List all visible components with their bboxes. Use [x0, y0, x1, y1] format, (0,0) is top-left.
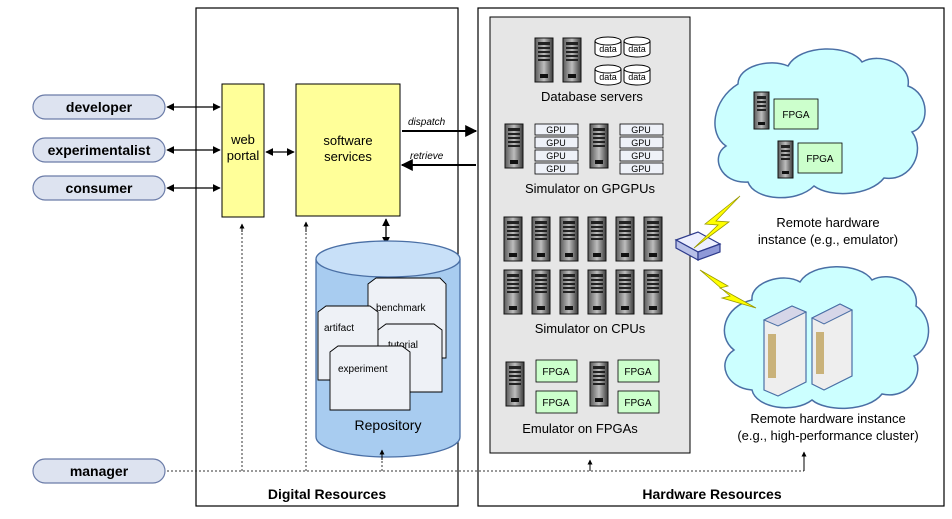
gpu-tag: GPU — [546, 138, 566, 148]
repository-label: Repository — [355, 417, 422, 433]
doc-experiment-label: experiment — [338, 364, 388, 375]
actor-experimentalist[interactable]: experimentalist — [32, 137, 166, 163]
software-services-box[interactable]: software services — [295, 83, 401, 217]
actor-developer[interactable]: developer — [32, 94, 166, 120]
fpga-tag: FPGA — [624, 398, 652, 409]
data-tag: data — [599, 44, 617, 54]
actor-consumer-label: consumer — [66, 180, 133, 196]
dispatch-label: dispatch — [408, 117, 446, 128]
software-services-label-1: software — [323, 133, 372, 148]
digital-resources-label: Digital Resources — [268, 486, 386, 502]
data-tag: data — [628, 44, 646, 54]
web-portal-label-1: web — [230, 132, 255, 147]
gpu-tag: GPU — [546, 151, 566, 161]
lightning-bolt-icon — [693, 195, 741, 249]
fpga-tag: FPGA — [624, 367, 652, 378]
actor-manager[interactable]: manager — [32, 458, 166, 484]
remote-emulator-cloud[interactable]: FPGA FPGA — [714, 48, 926, 199]
doc-artifact-label: artifact — [324, 323, 354, 334]
gpgpu-simulator[interactable]: GPU GPU GPU GPU GPU GPU GPU GPU Simulato… — [504, 123, 664, 196]
actor-manager-label: manager — [70, 463, 129, 479]
lightning-bolt-icon — [699, 269, 757, 309]
fpga-emulator-label: Emulator on FPGAs — [522, 421, 638, 436]
actor-experimentalist-label: experimentalist — [48, 142, 151, 158]
fpga-tag: FPGA — [542, 367, 570, 378]
web-portal-label-2: portal — [227, 148, 260, 163]
fpga-tag: FPGA — [542, 398, 570, 409]
hardware-resources-label: Hardware Resources — [642, 486, 782, 502]
actor-consumer[interactable]: consumer — [32, 175, 166, 201]
doc-tutorial-label: tutorial — [388, 340, 418, 351]
data-tag: data — [628, 72, 646, 82]
database-servers[interactable]: data data data data Database servers — [534, 36, 651, 104]
database-servers-label: Database servers — [541, 89, 643, 104]
gpu-tag: GPU — [631, 164, 651, 174]
manager-connections — [167, 227, 805, 472]
gpu-tag: GPU — [631, 151, 651, 161]
doc-experiment[interactable]: experiment — [329, 345, 411, 411]
data-tag: data — [599, 72, 617, 82]
fpga-tag: FPGA — [806, 154, 834, 165]
fpga-emulator[interactable]: FPGA FPGA FPGA FPGA Emulator on FPGAs — [505, 359, 660, 436]
hardware-resources-frame — [477, 7, 945, 507]
gpu-tag: GPU — [631, 138, 651, 148]
remote-emulator-label-1: Remote hardware — [776, 215, 879, 230]
network-switch-icon — [674, 231, 722, 262]
gpu-tag: GPU — [546, 164, 566, 174]
retrieve-label: retrieve — [410, 151, 444, 162]
doc-benchmark-label: benchmark — [376, 303, 426, 314]
cpu-label: Simulator on CPUs — [535, 321, 646, 336]
remote-emulator-label-2: instance (e.g., emulator) — [758, 232, 898, 247]
remote-cluster-label-1: Remote hardware instance — [750, 411, 905, 426]
cpu-simulator[interactable]: Simulator on CPUs — [503, 216, 663, 336]
fpga-tag: FPGA — [782, 110, 810, 121]
gpu-tag: GPU — [546, 125, 566, 135]
cluster-server-icon — [762, 303, 854, 397]
software-services-label-2: services — [324, 149, 372, 164]
remote-cluster-cloud[interactable] — [723, 266, 930, 410]
actor-developer-label: developer — [66, 99, 133, 115]
gpgpu-label: Simulator on GPGPUs — [525, 181, 656, 196]
web-portal-box[interactable]: web portal — [221, 83, 265, 218]
remote-cluster-label-2: (e.g., high-performance cluster) — [737, 428, 918, 443]
gpu-tag: GPU — [631, 125, 651, 135]
